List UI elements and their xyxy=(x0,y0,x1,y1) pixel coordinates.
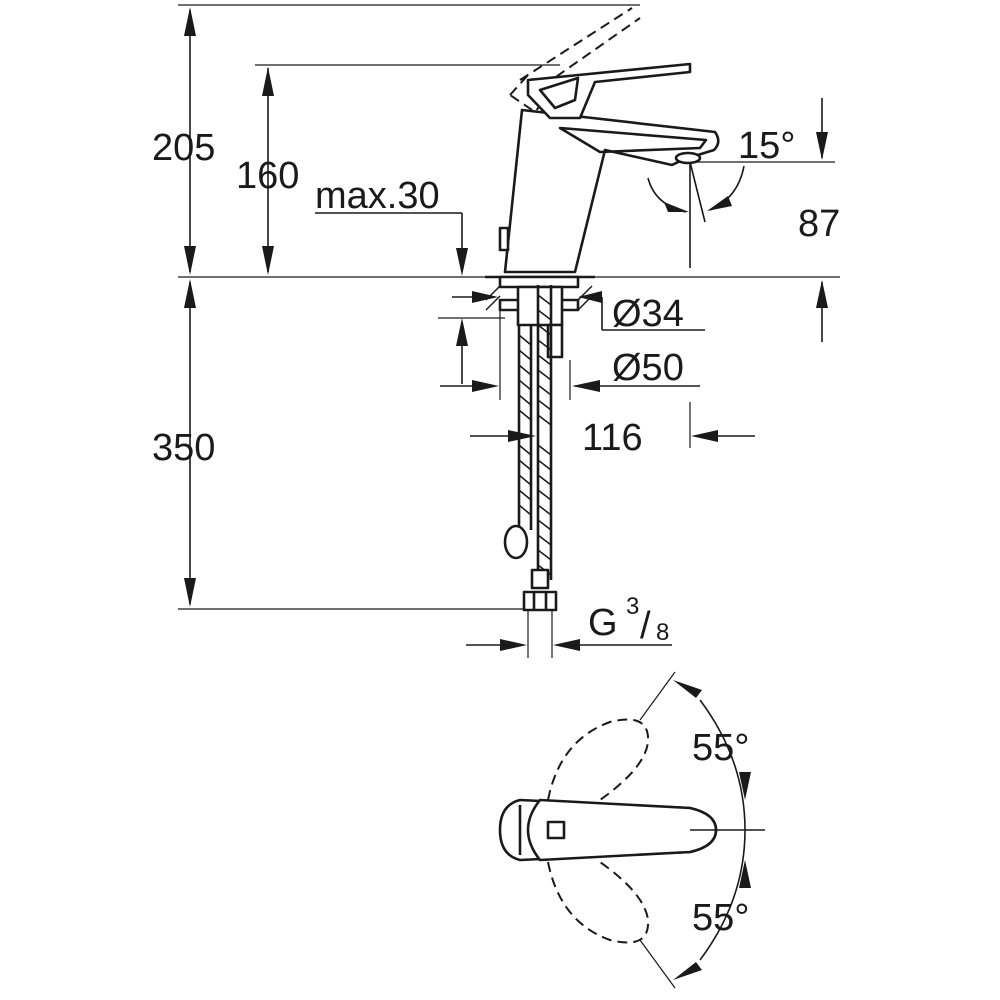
arrow-right-icon xyxy=(664,202,689,212)
dimension-thread: G 3 / 8 xyxy=(466,593,672,651)
lever-detail xyxy=(538,76,580,110)
angle-limit-lower xyxy=(639,939,676,989)
arrow-left-icon xyxy=(691,430,718,442)
arrow-up-icon xyxy=(739,860,751,888)
aerator xyxy=(674,151,702,165)
label-15-degrees: 15° xyxy=(738,125,795,167)
top-cartridge-mark xyxy=(546,820,566,840)
dimension-angle-15: 15° xyxy=(647,125,795,268)
dimension-205: 205 xyxy=(152,7,215,275)
lever-position-upper-dashed xyxy=(547,718,650,801)
label-87: 87 xyxy=(798,203,840,245)
arrow-right-icon xyxy=(508,430,536,442)
arrow-down-icon xyxy=(184,578,196,607)
dimension-87: 87 xyxy=(798,98,840,342)
dimension-max-30: max.30 xyxy=(315,175,505,384)
faucet-body xyxy=(485,7,720,279)
label-55-degrees-top: 55° xyxy=(692,727,749,769)
arrow-right-icon xyxy=(472,380,499,392)
dimension-160: 160 xyxy=(236,67,299,275)
label-max-30: max.30 xyxy=(315,175,440,217)
label-thread-g: G xyxy=(588,602,618,644)
arrow-left-icon xyxy=(572,380,600,392)
arrow-left-icon xyxy=(553,639,580,651)
body-side-detail xyxy=(498,226,510,252)
arrow-up-icon xyxy=(184,279,196,308)
top-view: 55° 55° xyxy=(498,671,765,989)
arrow-left-icon xyxy=(578,291,602,303)
angle-reference-tilted xyxy=(689,161,706,223)
hose-fitting-bulb xyxy=(503,524,529,560)
angle-limit-upper xyxy=(639,671,676,721)
label-d50: Ø50 xyxy=(612,347,684,389)
threaded-stem xyxy=(516,285,564,327)
label-160: 160 xyxy=(236,155,299,197)
spout-top-facet xyxy=(558,126,708,154)
label-116: 116 xyxy=(582,417,643,459)
supply-hoses xyxy=(503,285,558,658)
arrow-down-icon xyxy=(262,246,274,275)
arrow-left-icon xyxy=(707,196,732,211)
hose-nut xyxy=(522,590,558,612)
label-205: 205 xyxy=(152,127,215,169)
angle-arc xyxy=(699,699,746,961)
dimension-116: 116 xyxy=(470,402,755,459)
label-thread-numerator: 3 xyxy=(626,593,639,620)
label-350: 350 xyxy=(152,427,215,469)
label-thread-slash: / xyxy=(640,605,651,647)
arrow-right-icon xyxy=(500,639,527,651)
top-lever-outline xyxy=(526,798,718,862)
arrow-up-icon xyxy=(262,67,274,96)
hatch-mark xyxy=(485,295,501,311)
arrow-up-icon xyxy=(456,318,468,346)
dimension-350: 350 xyxy=(152,279,215,607)
arrow-up-icon xyxy=(184,7,196,36)
label-thread-denominator: 8 xyxy=(656,619,669,646)
dimension-d50: Ø50 xyxy=(440,310,700,400)
faucet-body-outline xyxy=(503,108,720,274)
dimension-d34: Ø34 xyxy=(452,291,705,335)
label-d34: Ø34 xyxy=(612,293,684,335)
arrow-down-icon xyxy=(456,248,468,276)
label-55-degrees-bottom: 55° xyxy=(692,897,749,939)
lever-position-lower-dashed xyxy=(547,861,650,944)
lever-handle xyxy=(526,62,692,120)
arrow-down-icon xyxy=(184,246,196,275)
arrow-lower-end-icon xyxy=(673,962,702,980)
arrow-upper-end-icon xyxy=(673,680,702,698)
arrow-down-icon xyxy=(739,772,751,800)
arrow-up-icon xyxy=(816,280,828,308)
lever-raised-dash-1 xyxy=(519,7,633,81)
arrow-right-icon xyxy=(472,291,498,303)
arrow-down-icon xyxy=(816,132,828,160)
hose-ferrule xyxy=(530,568,550,590)
braided-hose-left xyxy=(518,334,532,516)
braided-hose-right xyxy=(537,294,552,576)
